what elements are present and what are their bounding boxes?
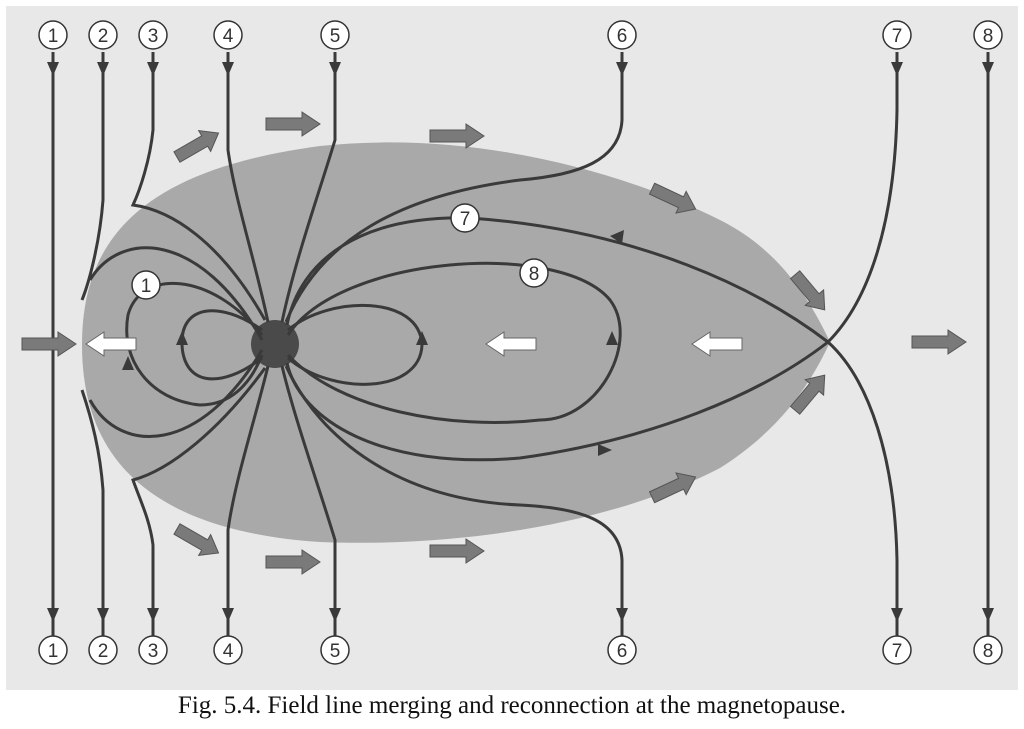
top-label-text: 4	[223, 26, 234, 47]
bottom-label-text: 4	[223, 641, 234, 662]
inner-label-1: 1	[132, 271, 160, 299]
top-label-6: 6	[608, 21, 636, 49]
bottom-label-5: 5	[321, 636, 349, 664]
bottom-label-text: 2	[98, 641, 109, 662]
top-label-text: 1	[48, 26, 59, 47]
bottom-label-3: 3	[139, 636, 167, 664]
top-label-text: 8	[983, 26, 994, 47]
top-label-8: 8	[974, 21, 1002, 49]
bottom-label-7: 7	[883, 636, 911, 664]
top-label-1: 1	[39, 21, 67, 49]
top-label-7: 7	[883, 21, 911, 49]
inner-label-text: 1	[141, 276, 152, 297]
top-label-text: 3	[148, 26, 159, 47]
bottom-label-1: 1	[39, 636, 67, 664]
inner-label-text: 7	[460, 209, 471, 230]
top-label-3: 3	[139, 21, 167, 49]
inner-label-7: 7	[451, 204, 479, 232]
bottom-label-2: 2	[89, 636, 117, 664]
bottom-label-text: 8	[983, 641, 994, 662]
top-label-4: 4	[214, 21, 242, 49]
bottom-label-8: 8	[974, 636, 1002, 664]
top-label-2: 2	[89, 21, 117, 49]
top-label-text: 7	[892, 26, 903, 47]
top-label-text: 2	[98, 26, 109, 47]
top-label-5: 5	[321, 21, 349, 49]
figure-caption: Fig. 5.4. Field line merging and reconne…	[0, 692, 1024, 720]
top-label-text: 6	[617, 26, 628, 47]
bottom-label-text: 3	[148, 641, 159, 662]
bottom-label-4: 4	[214, 636, 242, 664]
inner-label-text: 8	[529, 264, 540, 285]
bottom-label-text: 7	[892, 641, 903, 662]
bottom-label-6: 6	[608, 636, 636, 664]
bottom-label-text: 6	[617, 641, 628, 662]
bottom-label-text: 5	[330, 641, 341, 662]
bottom-label-text: 1	[48, 641, 59, 662]
top-label-text: 5	[330, 26, 341, 47]
inner-label-8: 8	[520, 259, 548, 287]
